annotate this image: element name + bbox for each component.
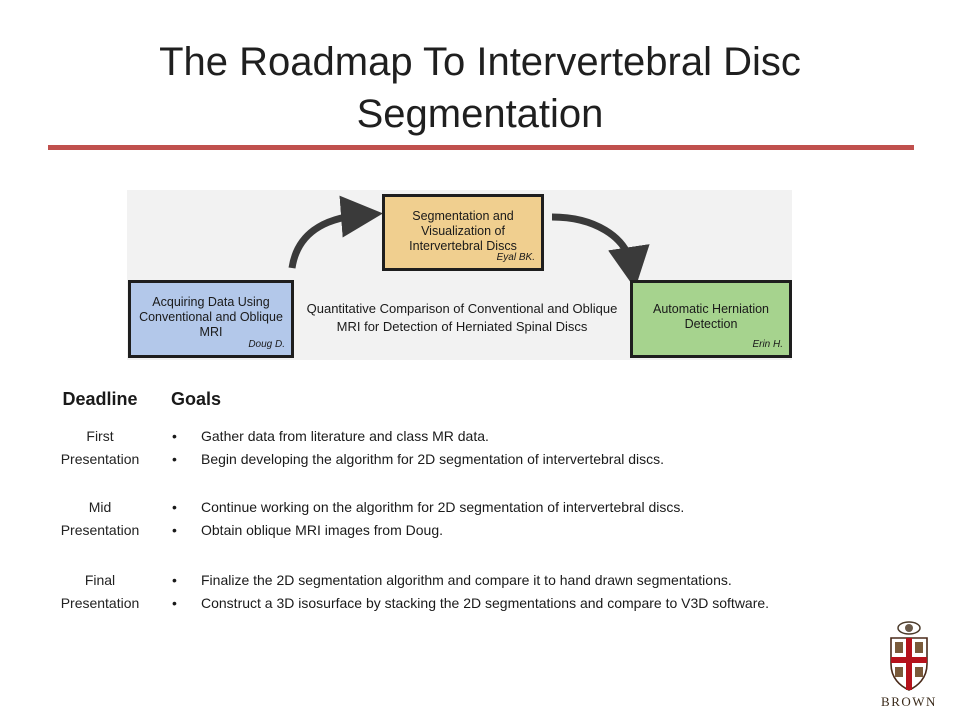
- goals-list: Gather data from literature and class MR…: [172, 425, 664, 471]
- arrow-top-to-right: [551, 213, 650, 289]
- deadline-cell: Mid Presentation: [40, 496, 160, 542]
- deadline-header: Deadline: [62, 389, 138, 409]
- box-herniation-detection: Automatic Herniation Detection Erin H.: [630, 280, 792, 358]
- roadmap-diagram: Acquiring Data Using Conventional and Ob…: [127, 190, 792, 360]
- box-segmentation-author: Eyal BK.: [496, 252, 535, 263]
- deadline-label: Presentation: [60, 522, 140, 538]
- deadline-cell: Final Presentation: [40, 569, 160, 615]
- brown-logo-text: BROWN: [881, 694, 937, 709]
- goal-item: Finalize the 2D segmentation algorithm a…: [172, 569, 769, 592]
- goal-item: Begin developing the algorithm for 2D se…: [172, 448, 664, 471]
- deadline-label: Presentation: [60, 451, 140, 467]
- arrow-left-to-top: [288, 195, 383, 269]
- brown-university-shield-icon: BROWN: [881, 621, 937, 709]
- box-acquiring-data-author: Doug D.: [248, 339, 285, 350]
- box-acquiring-data-text: Acquiring Data Using Conventional and Ob…: [139, 295, 283, 339]
- goal-item: Gather data from literature and class MR…: [172, 425, 664, 448]
- goal-item: Construct a 3D isosurface by stacking th…: [172, 592, 769, 615]
- deadline-label: Final: [84, 572, 116, 588]
- title-underline: [48, 145, 914, 150]
- slide-title: The Roadmap To Intervertebral Disc Segme…: [159, 40, 801, 136]
- goals-header: Goals: [171, 389, 222, 409]
- goal-item: Continue working on the algorithm for 2D…: [172, 496, 684, 519]
- box-acquiring-data: Acquiring Data Using Conventional and Ob…: [128, 280, 294, 358]
- deadline-label: First: [86, 428, 114, 444]
- roadmap-arrows: [288, 195, 650, 289]
- deadline-label: Presentation: [60, 595, 140, 611]
- goal-item: Obtain oblique MRI images from Doug.: [172, 519, 684, 542]
- box-herniation-detection-author: Erin H.: [752, 339, 783, 350]
- box-segmentation-text: Segmentation and Visualization of Interv…: [409, 209, 517, 253]
- box-herniation-detection-text: Automatic Herniation Detection: [652, 302, 770, 331]
- box-segmentation: Segmentation and Visualization of Interv…: [382, 194, 544, 271]
- deadline-cell: First Presentation: [40, 425, 160, 471]
- diagram-center-title: Quantitative Comparison of Conventional …: [306, 301, 618, 334]
- goals-list: Continue working on the algorithm for 2D…: [172, 496, 684, 542]
- deadline-label: Mid: [88, 499, 112, 515]
- goals-list: Finalize the 2D segmentation algorithm a…: [172, 569, 769, 615]
